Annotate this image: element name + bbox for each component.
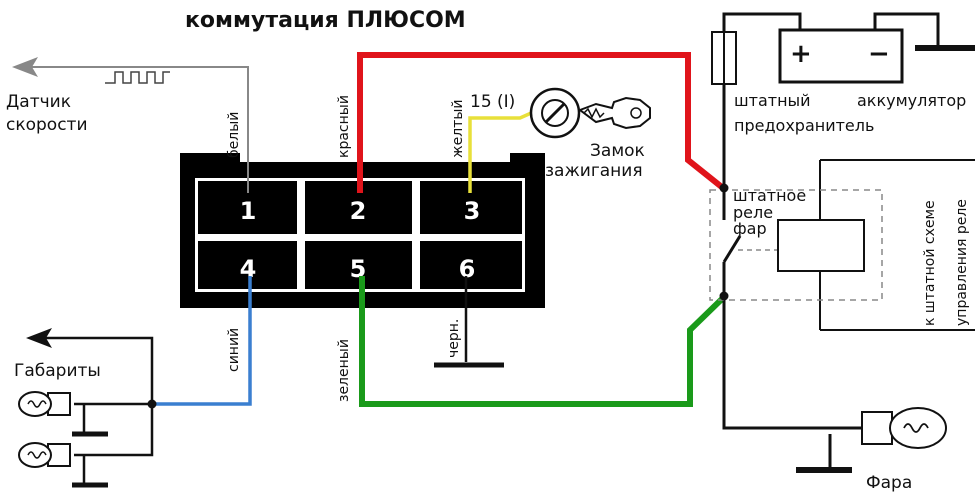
speed-sensor-label-line2: скорости: [6, 115, 88, 135]
speed-sensor-label-line1: Датчик: [6, 92, 71, 112]
pin-number-2: 2: [350, 197, 367, 225]
pulse-signal-icon: [105, 71, 170, 84]
power-circuit: [722, 12, 975, 473]
control-circuit-label-line2: управления реле: [954, 199, 970, 326]
fuse-icon: [711, 31, 737, 85]
diagram-title: коммутация ПЛЮСОМ: [185, 8, 466, 33]
battery-minus-terminal: −: [868, 39, 890, 69]
relay-label-line2: реле: [733, 203, 773, 222]
headlight-relay: [709, 183, 883, 301]
wire-label-blue: синий: [226, 328, 242, 372]
battery-label: аккумулятор: [857, 91, 966, 110]
headlight-label: Фара: [866, 473, 912, 493]
pin-number-1: 1: [240, 197, 257, 225]
green-wire: [359, 276, 728, 407]
fuse-label-line2: предохранитель: [734, 116, 874, 135]
wire-label-red: красный: [336, 95, 352, 158]
connector: 1 2 3 4 5 6: [180, 153, 545, 308]
relay-coil: [777, 219, 865, 272]
pin-cell-4: [198, 241, 297, 289]
ignition-lock-label-line2: зажигания: [545, 161, 643, 181]
pin-number-4: 4: [240, 255, 257, 283]
marker-bulb-icon-1: [18, 391, 71, 417]
battery-icon: [778, 28, 904, 84]
wire-label-white: белый: [226, 112, 242, 158]
yellow-wire: [468, 108, 539, 193]
marker-bulb-icon-2: [18, 442, 71, 468]
ignition-lock-icon: [529, 87, 581, 139]
pin-number-3: 3: [464, 197, 481, 225]
white-wire: [15, 66, 249, 193]
speed-signal-arrow-icon: [12, 57, 38, 77]
marker-lamps-circuit: [26, 328, 157, 488]
fuse-label-line1: штатный: [734, 91, 811, 110]
wire-label-green: зеленый: [336, 339, 352, 402]
markers-label: Габариты: [14, 361, 101, 381]
pin-number-6: 6: [459, 255, 476, 283]
relay-label-line3: фар: [733, 219, 767, 238]
markers-arrow-icon: [26, 328, 52, 348]
ignition-key-icon: [577, 96, 651, 130]
battery-plus-terminal: +: [790, 39, 812, 69]
wire-label-yellow: желтый: [450, 100, 466, 158]
blue-wire: [152, 276, 252, 406]
wire-label-black: черн.: [446, 319, 462, 358]
pin-cell-6: [420, 241, 522, 289]
pin-cell-5: [305, 241, 412, 289]
relay-label-line1: штатное: [733, 186, 806, 205]
ignition-position-label: 15 (I): [470, 92, 515, 112]
headlight-bulb-icon: [861, 407, 947, 449]
red-wire: [357, 52, 725, 193]
control-circuit-label-line1: к штатной схеме: [922, 200, 938, 326]
ignition-lock-label-line1: Замок: [590, 141, 645, 161]
